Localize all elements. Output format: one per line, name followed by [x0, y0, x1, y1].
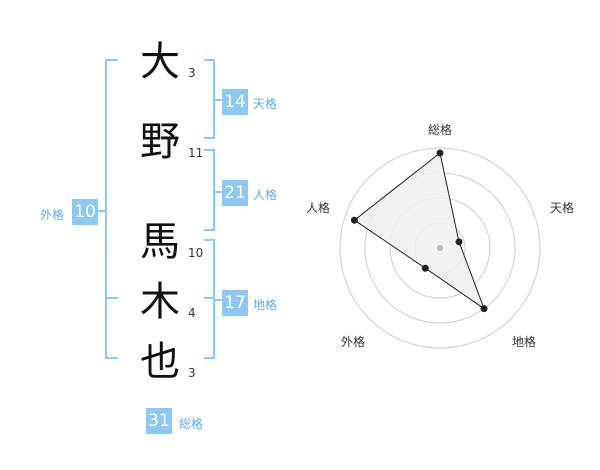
gaikaku-badge: 10	[72, 199, 98, 225]
jinkaku-label: 人格	[253, 188, 278, 202]
gaikaku-label: 外格	[40, 208, 65, 222]
radar-label-bottom-right: 地格	[512, 334, 536, 349]
stroke-count-4: 4	[188, 306, 196, 320]
radar-point-jinkaku	[350, 216, 358, 224]
soukaku-badge: 31	[146, 408, 172, 434]
radar-label-right: 天格	[550, 200, 574, 215]
name-char-3: 馬	[140, 219, 180, 265]
name-char-5: 也	[140, 339, 180, 385]
name-char-1: 大	[140, 39, 180, 85]
stroke-count-3: 10	[188, 246, 204, 260]
radar-point-chikaku	[480, 305, 488, 313]
radar-point-tenkaku	[455, 238, 463, 246]
tenkaku-label: 天格	[253, 97, 278, 111]
soukaku-label: 総格	[179, 417, 204, 431]
radar-label-bottom-left: 外格	[341, 334, 365, 349]
chikaku-label: 地格	[253, 298, 278, 312]
radar-point-soukaku	[436, 149, 444, 157]
stroke-count-2: 11	[188, 146, 204, 160]
name-char-2: 野	[140, 119, 180, 165]
jinkaku-badge: 21	[222, 180, 248, 206]
gaikaku-bracket	[105, 59, 118, 359]
radar-grid-ring-4	[339, 147, 541, 349]
stroke-count-1: 3	[188, 66, 196, 80]
radar-shape	[353, 152, 486, 311]
radar-label-left: 人格	[306, 200, 330, 215]
radar-points	[350, 149, 488, 313]
tenkaku-badge: 14	[222, 89, 248, 115]
chikaku-badge: 17	[222, 290, 248, 316]
jinkaku-bracket	[204, 149, 215, 231]
stroke-count-5: 3	[188, 366, 196, 380]
radar-label-top: 総格	[428, 122, 452, 137]
name-char-4: 木	[140, 279, 180, 325]
radar-point-gaikaku	[421, 264, 429, 272]
radar-center-dot	[437, 245, 443, 251]
